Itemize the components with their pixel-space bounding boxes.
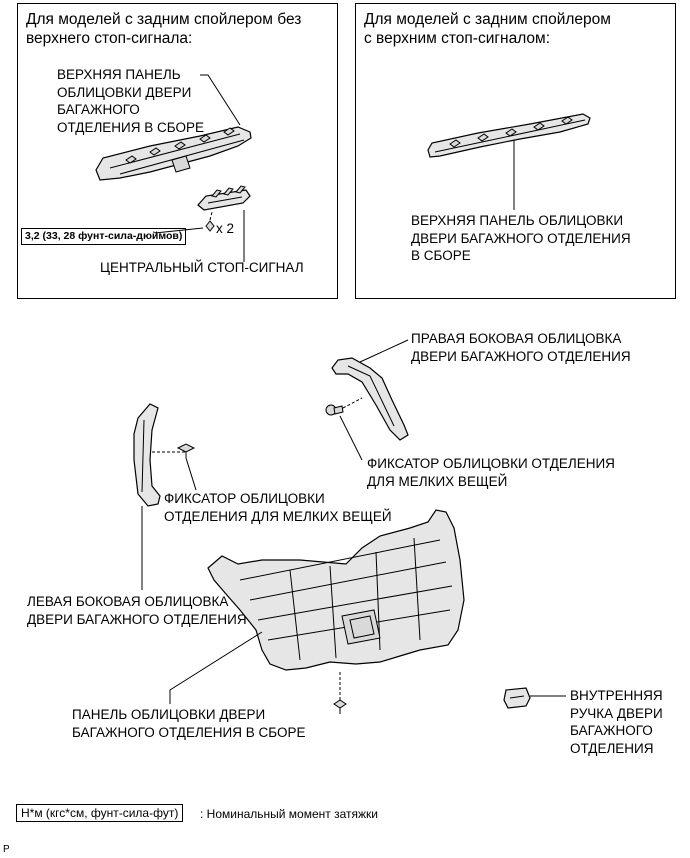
left-upper-panel-illustration — [95, 74, 252, 181]
inside-handle-label: ВНУТРЕННЯЯ РУЧКА ДВЕРИ БАГАЖНОГО ОТДЕЛЕН… — [570, 688, 663, 756]
torque-spec-box: 3,2 (33, 28 фунт-сила-дюймов) — [21, 228, 187, 245]
left-upper-panel-label: ВЕРХНЯЯ ПАНЕЛЬ ОБЛИЦОВКИ ДВЕРИ БАГАЖНОГО… — [57, 67, 204, 135]
bolt-quantity: x 2 — [216, 221, 235, 236]
left-clip-illustration — [176, 443, 197, 491]
stop-lamp-label: ЦЕНТРАЛЬНЫЙ СТОП-СИГНАЛ — [100, 260, 304, 275]
inside-handle-illustration — [503, 687, 566, 709]
right-upper-panel-illustration — [427, 113, 591, 210]
variant-right-frame — [355, 3, 676, 299]
left-clip-label: ФИКСАТОР ОБЛИЦОВКИ ОТДЕЛЕНИЯ ДЛЯ МЕЛКИХ … — [164, 491, 392, 524]
door-trim-panel-label: ПАНЕЛЬ ОБЛИЦОВКИ ДВЕРИ БАГАЖНОГО ОТДЕЛЕН… — [72, 707, 306, 740]
variant-right-heading: Для моделей с задним спойлером с верхним… — [364, 11, 611, 47]
torque-unit-legend-box: Н*м (кгс*см, фунт-сила-фут) — [16, 804, 184, 822]
left-side-trim-label: ЛЕВАЯ БОКОВАЯ ОБЛИЦОВКА ДВЕРИ БАГАЖНОГО … — [27, 594, 247, 627]
lower-clip-illustration — [333, 672, 347, 714]
page-mark: P — [3, 844, 10, 855]
right-side-trim-label: ПРАВАЯ БОКОВАЯ ОБЛИЦОВКА ДВЕРИ БАГАЖНОГО… — [411, 331, 631, 364]
center-stop-lamp-illustration — [154, 185, 251, 262]
torque-legend-description: : Номинальный момент затяжки — [200, 807, 378, 821]
left-side-trim-illustration — [133, 403, 186, 590]
right-side-trim-illustration — [331, 339, 409, 441]
right-clip-label: ФИКСАТОР ОБЛИЦОВКИ ОТДЕЛЕНИЯ ДЛЯ МЕЛКИХ … — [367, 456, 615, 489]
door-trim-panel-illustration — [169, 509, 465, 704]
variant-left-heading: Для моделей с задним спойлером без верхн… — [26, 11, 302, 47]
right-upper-panel-label: ВЕРХНЯЯ ПАНЕЛЬ ОБЛИЦОВКИ ДВЕРИ БАГАЖНОГО… — [411, 213, 631, 263]
variant-left-frame — [17, 3, 338, 299]
right-clip-illustration — [325, 397, 363, 461]
